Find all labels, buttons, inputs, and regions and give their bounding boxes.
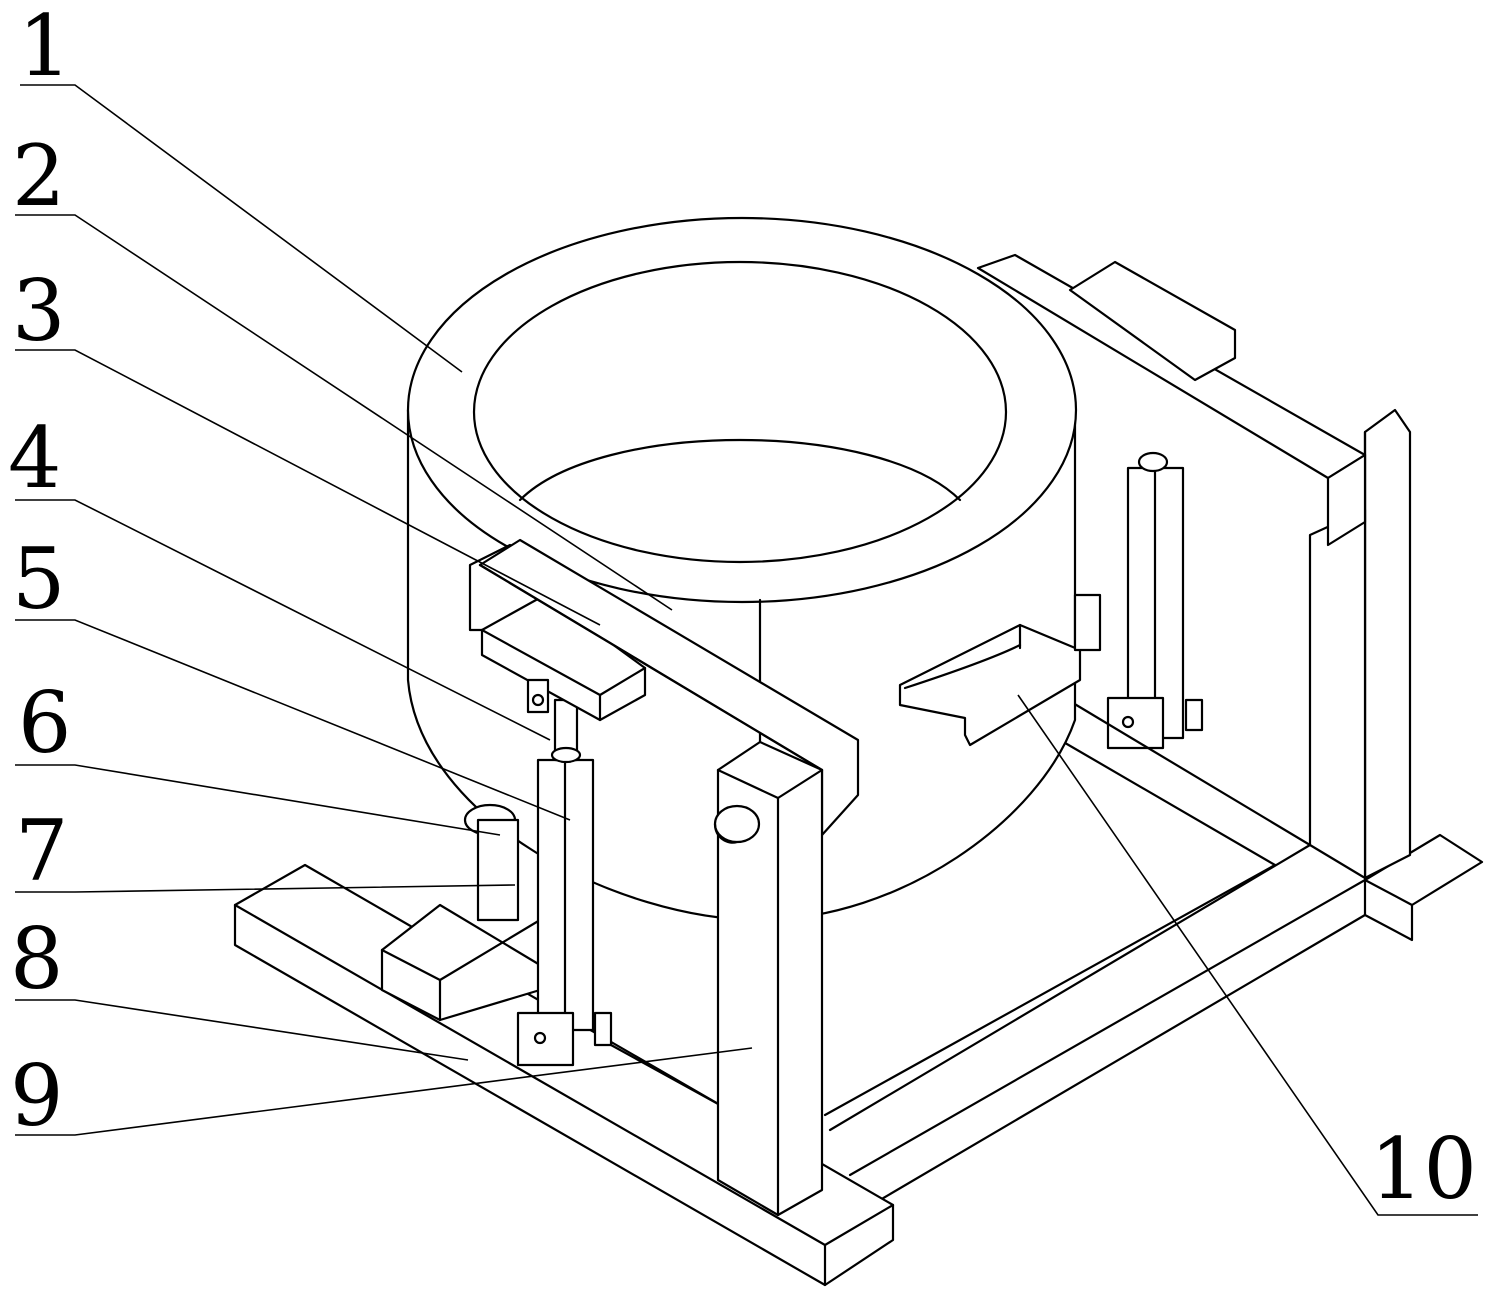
label-8: 8 xyxy=(10,910,63,1008)
label-1: 1 xyxy=(18,0,71,95)
label-7: 7 xyxy=(15,802,68,900)
front-frame xyxy=(233,538,895,1287)
label-4: 4 xyxy=(8,409,61,507)
label-2: 2 xyxy=(12,127,65,225)
pot xyxy=(406,216,1078,922)
back-frame xyxy=(823,253,1484,1202)
leader-lines xyxy=(15,84,1478,1216)
label-10: 10 xyxy=(1370,1120,1477,1218)
handle xyxy=(898,593,1102,747)
label-6: 6 xyxy=(18,674,71,772)
label-9: 9 xyxy=(10,1047,63,1145)
label-3: 3 xyxy=(12,262,65,360)
part-labels: 1 2 3 4 5 6 7 8 9 10 xyxy=(8,0,1477,1218)
label-5: 5 xyxy=(12,530,65,628)
